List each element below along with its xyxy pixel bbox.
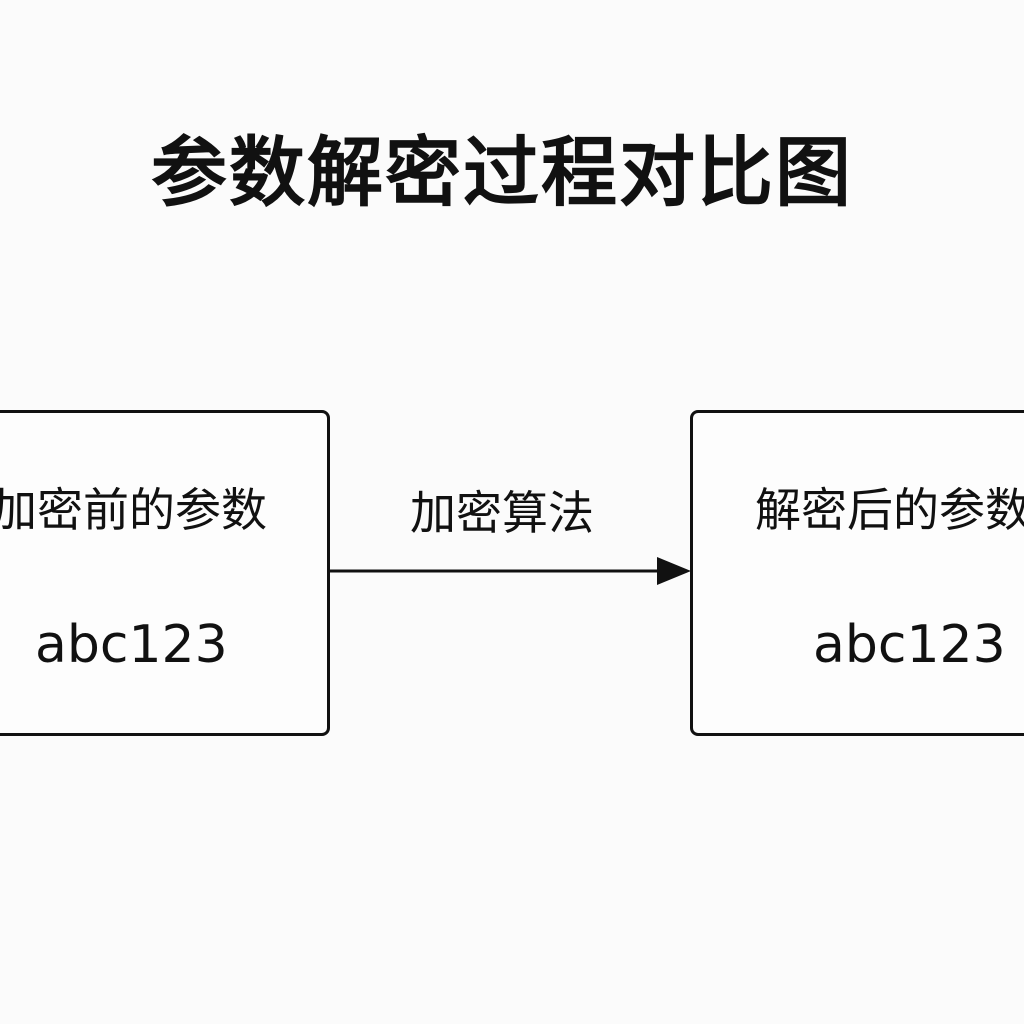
diagram-title: 参数解密过程对比图 (151, 128, 853, 217)
source-node-value: abc123 (35, 615, 228, 675)
arrow-connector (327, 557, 691, 585)
source-node: 加密前的参数 abc123 (0, 410, 330, 736)
target-node-value: abc123 (813, 615, 1006, 675)
target-node-label: 解密后的参数 (755, 483, 1024, 537)
target-node: 解密后的参数 abc123 (690, 410, 1024, 736)
source-node-label: 加密前的参数 (0, 483, 267, 537)
arrow-head-icon (657, 557, 691, 585)
edge-label: 加密算法 (410, 486, 594, 540)
